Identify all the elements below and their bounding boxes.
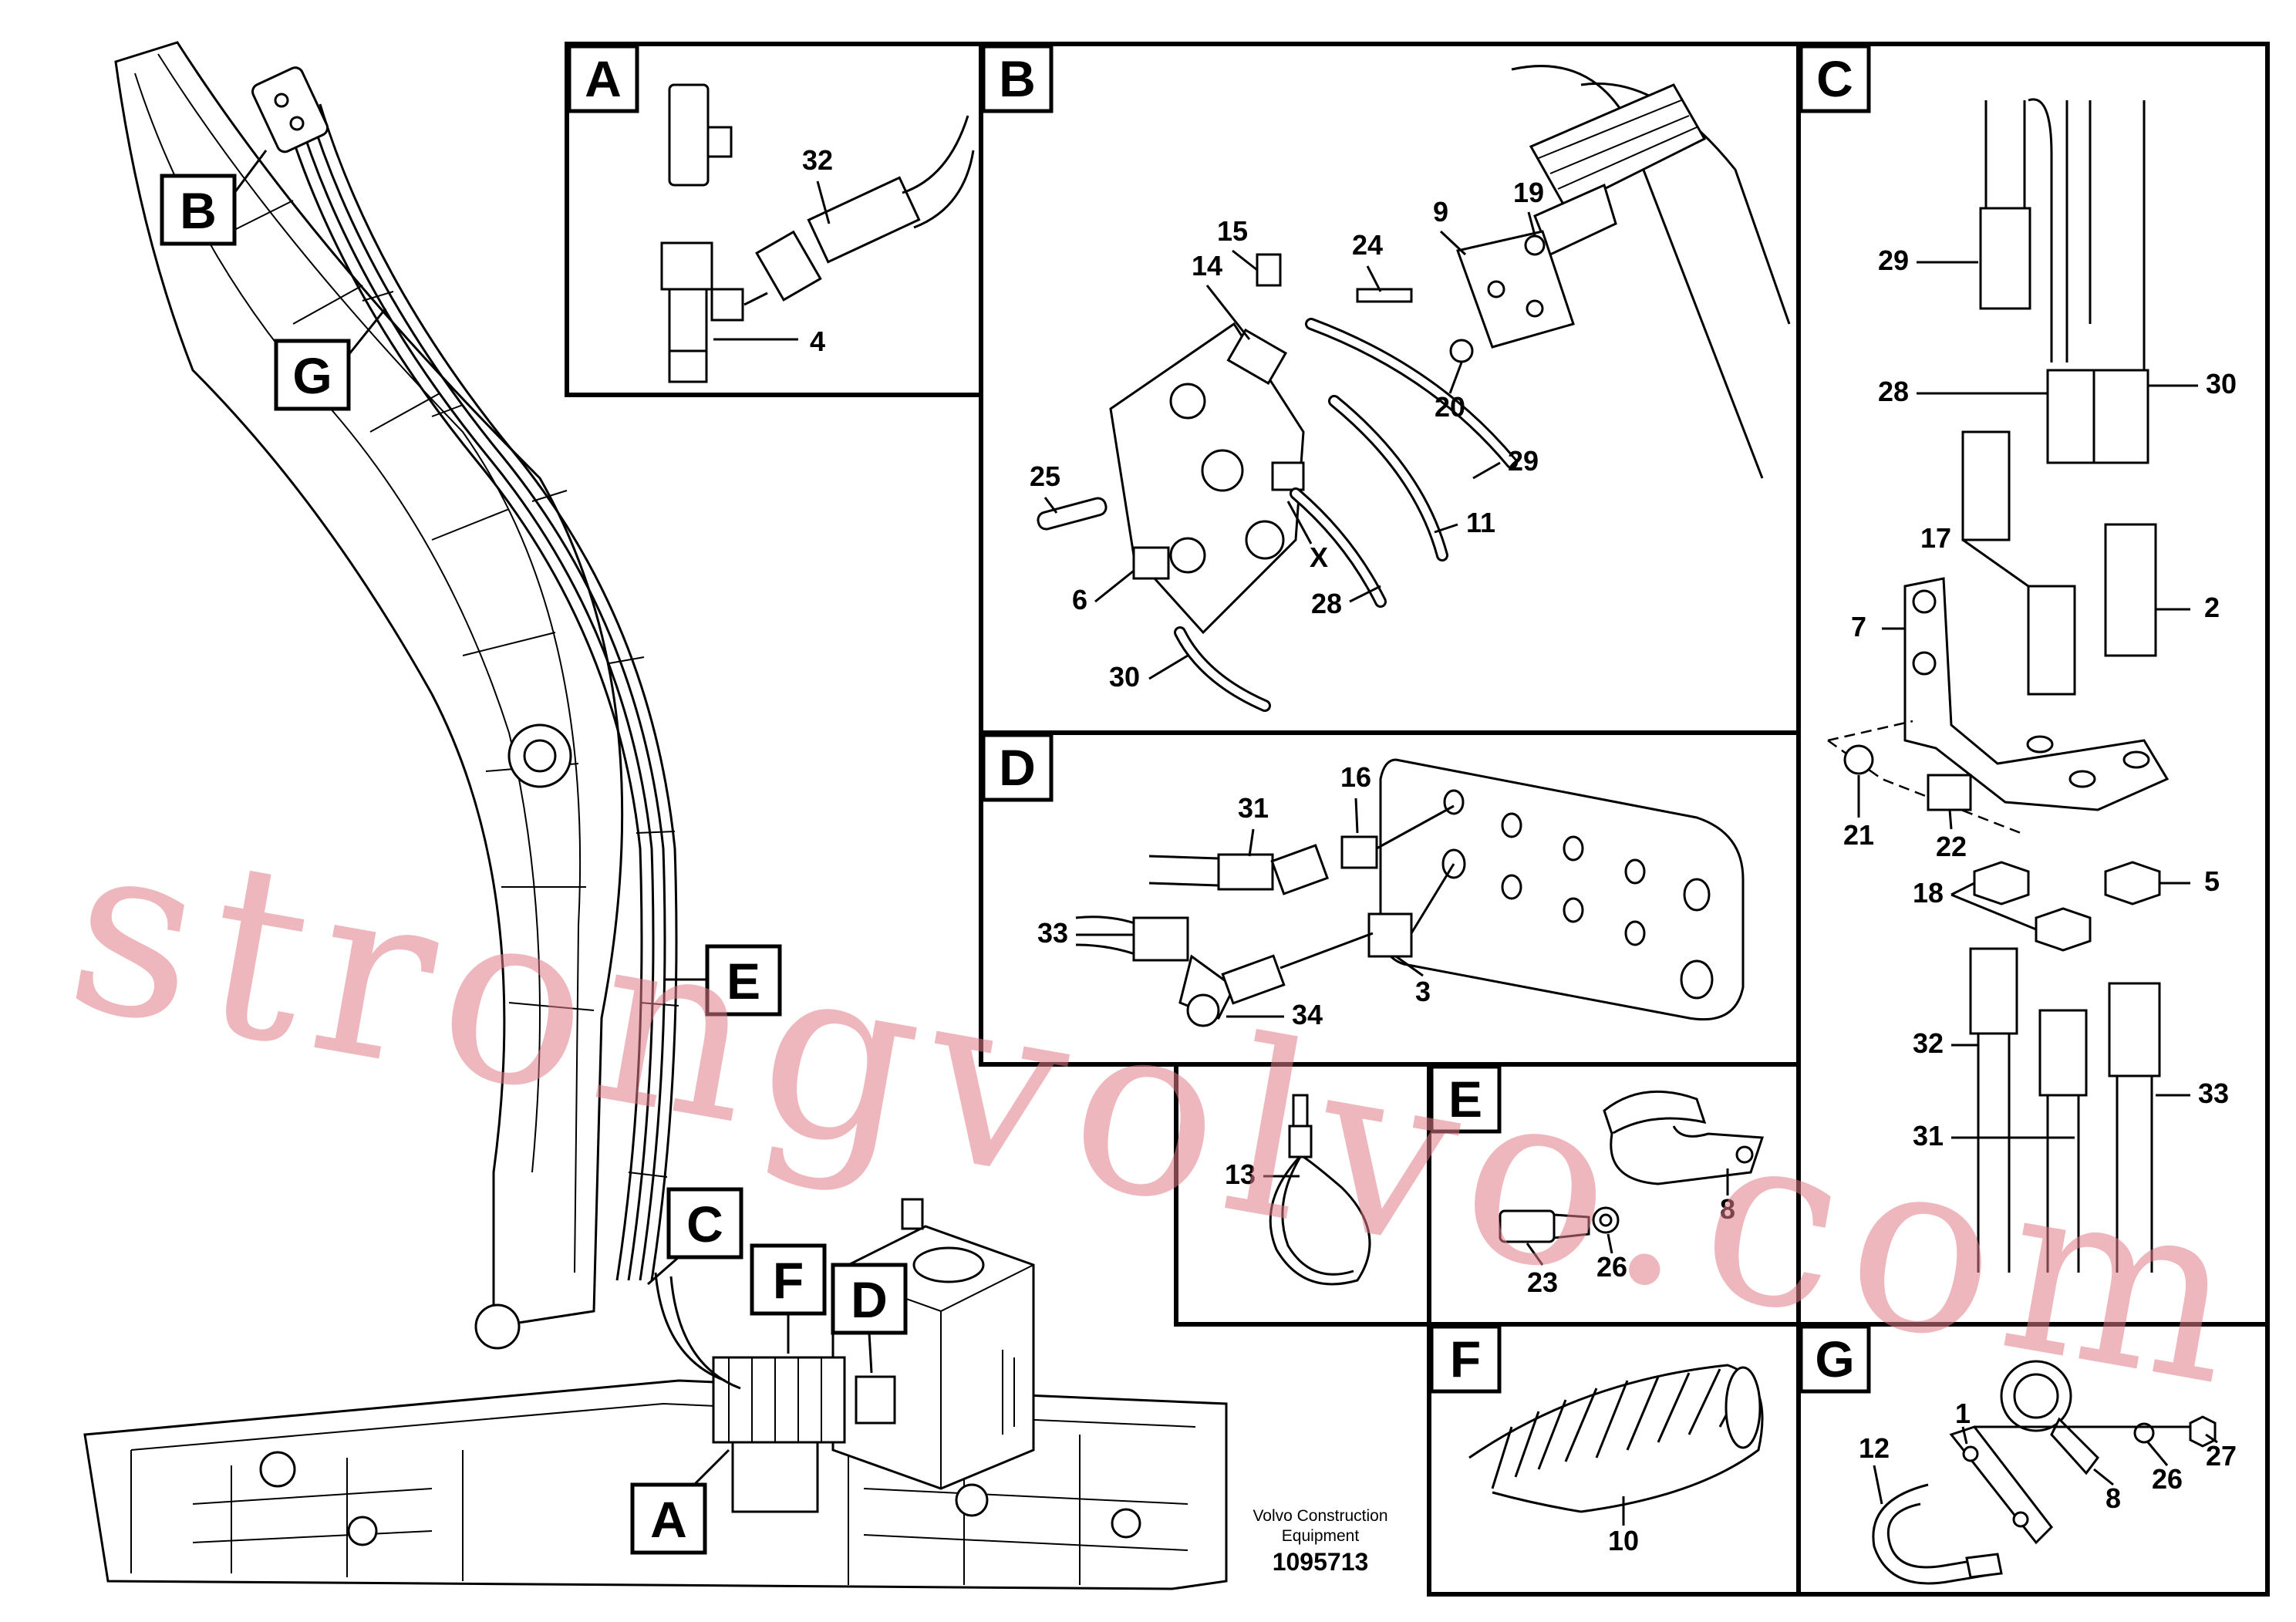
- callout-c-33: 33: [2198, 1077, 2229, 1109]
- callout-g-1: 1: [1955, 1398, 1971, 1429]
- callout-b-19: 19: [1513, 177, 1544, 208]
- overview-label-c-text: C: [686, 1195, 723, 1253]
- panel-b-letter: B: [999, 50, 1036, 107]
- detail-panel-c: C 29 28 30 17 2: [1796, 42, 2270, 1327]
- callout-b-30: 30: [1109, 661, 1140, 693]
- footer-drawing-number: 1095713: [1273, 1548, 1369, 1576]
- panel-f-letter: F: [1450, 1330, 1481, 1388]
- callout-c-30: 30: [2206, 368, 2237, 400]
- callout-c-21: 21: [1843, 819, 1874, 851]
- overview-label-a-text: A: [650, 1491, 687, 1548]
- callout-c-17: 17: [1920, 522, 1951, 554]
- detail-panel-g: G 1 12 8 26 27: [1796, 1322, 2270, 1597]
- callout-c-18: 18: [1913, 877, 1944, 909]
- callout-b-9: 9: [1433, 196, 1448, 228]
- callout-e-26: 26: [1596, 1251, 1627, 1283]
- detail-panel-clip: 13: [1174, 1062, 1431, 1327]
- callout-b-x: X: [1310, 541, 1328, 573]
- callout-g-27: 27: [2206, 1440, 2237, 1472]
- panel-d-letter: D: [999, 739, 1036, 796]
- callout-d-34: 34: [1292, 999, 1323, 1030]
- callout-a-32: 32: [802, 144, 833, 176]
- footer-company-line1: Volvo Construction: [1253, 1507, 1387, 1525]
- callout-clip-13: 13: [1225, 1158, 1256, 1190]
- detail-panel-f: F 10: [1427, 1322, 1801, 1597]
- callout-d-31: 31: [1238, 792, 1269, 824]
- detail-panel-b: B 15 14 24: [979, 42, 1801, 735]
- panel-a-letter: A: [585, 50, 622, 107]
- callout-e-23: 23: [1527, 1266, 1558, 1298]
- callout-c-28: 28: [1878, 376, 1909, 407]
- callout-d-33: 33: [1037, 917, 1068, 949]
- callout-b-11: 11: [1466, 507, 1495, 538]
- callout-b-15: 15: [1217, 215, 1248, 247]
- callout-b-24: 24: [1352, 229, 1383, 261]
- callout-a-4: 4: [810, 325, 825, 357]
- callout-b-29: 29: [1508, 445, 1539, 477]
- callout-b-28: 28: [1311, 588, 1342, 619]
- callout-e-8: 8: [1720, 1193, 1735, 1225]
- callout-c-5: 5: [2204, 865, 2220, 897]
- overview-label-f-text: F: [773, 1252, 804, 1309]
- callout-b-20: 20: [1435, 391, 1465, 423]
- overview-label-a: A: [630, 1448, 730, 1555]
- callout-g-26: 26: [2152, 1463, 2183, 1495]
- overview-label-f: F: [750, 1243, 827, 1354]
- callout-c-7: 7: [1851, 611, 1866, 642]
- callout-f-10: 10: [1608, 1525, 1639, 1556]
- overview-label-e: E: [665, 944, 782, 1017]
- callout-b-6: 6: [1072, 584, 1087, 615]
- callout-c-29: 29: [1878, 244, 1909, 276]
- callout-c-31: 31: [1913, 1120, 1944, 1152]
- callout-g-12: 12: [1859, 1432, 1890, 1464]
- callout-c-2: 2: [2204, 592, 2220, 623]
- detail-panel-a: A 32 4: [565, 42, 983, 397]
- detail-panel-e: E 8 23 26: [1427, 1062, 1801, 1327]
- footer-company-line2: Equipment: [1282, 1527, 1360, 1545]
- overview-label-d: D: [831, 1263, 908, 1374]
- overview-label-b-text: B: [180, 182, 217, 239]
- footer-block: Volvo Construction Equipment 1095713: [1253, 1507, 1387, 1576]
- overview-label-d-text: D: [851, 1271, 888, 1328]
- overview-label-e-text: E: [727, 953, 760, 1010]
- overview-label-g: G: [274, 308, 387, 411]
- panel-c-letter: C: [1816, 50, 1853, 107]
- overview-label-b: B: [160, 150, 268, 246]
- callout-c-22: 22: [1936, 831, 1967, 862]
- callout-g-8: 8: [2106, 1482, 2121, 1514]
- overview-label-g-text: G: [292, 347, 332, 404]
- callout-d-16: 16: [1340, 761, 1371, 793]
- detail-panel-d: D 31 16 33 34 3: [979, 730, 1801, 1067]
- callout-c-32: 32: [1913, 1027, 1944, 1059]
- panel-e-letter: E: [1448, 1071, 1482, 1128]
- overview-label-c: C: [647, 1187, 743, 1286]
- callout-d-3: 3: [1415, 976, 1431, 1007]
- panel-g-letter: G: [1815, 1330, 1854, 1388]
- callout-b-14: 14: [1192, 250, 1222, 282]
- callout-b-25: 25: [1030, 460, 1060, 492]
